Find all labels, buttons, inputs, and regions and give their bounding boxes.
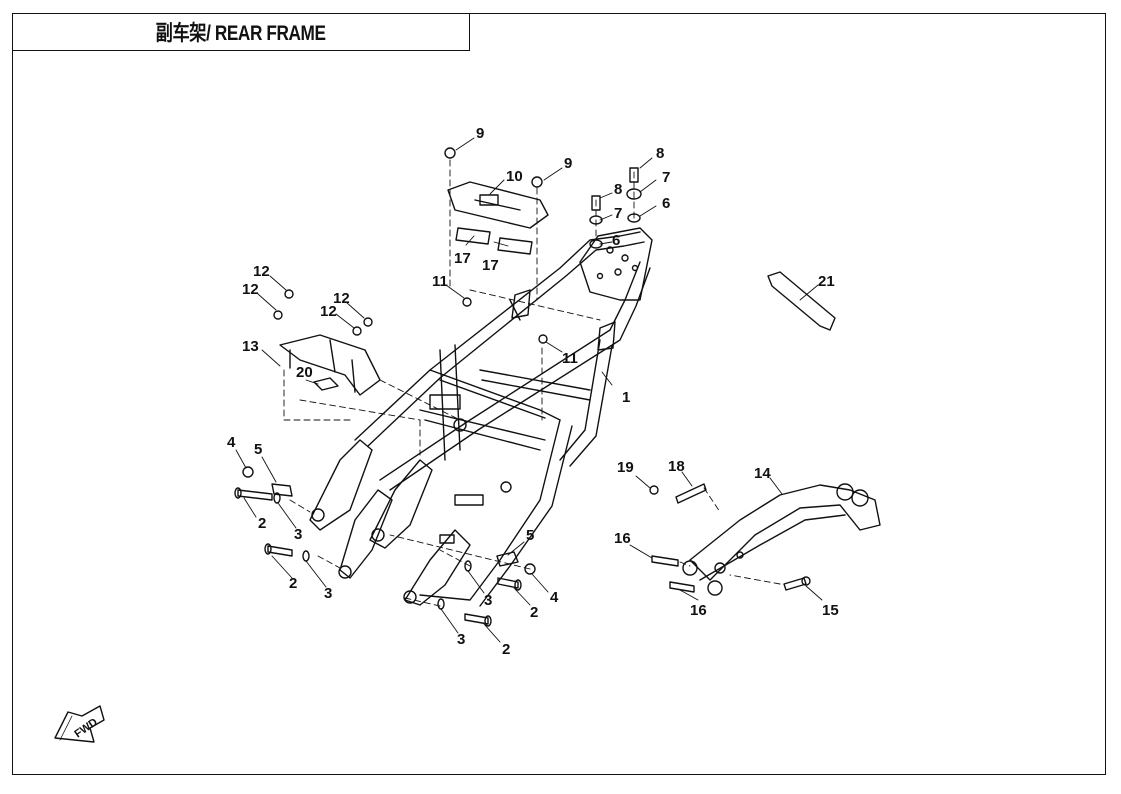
callout-2: 2 — [530, 604, 538, 621]
callout-13: 13 — [242, 338, 259, 355]
callout-10: 10 — [506, 168, 523, 185]
callout-7: 7 — [662, 169, 670, 186]
fwd-arrow-icon: FWD — [54, 705, 105, 743]
label-part-20 — [313, 377, 339, 391]
callout-15: 15 — [822, 602, 839, 619]
callout-12: 12 — [242, 281, 259, 298]
leader-lines — [235, 137, 823, 643]
callout-9: 9 — [564, 155, 572, 172]
callout-5: 5 — [254, 441, 262, 458]
seat-bracket-part-13 — [279, 334, 381, 396]
callout-21: 21 — [818, 273, 835, 290]
callout-2: 2 — [289, 575, 297, 592]
drawing-border — [12, 13, 1106, 775]
callout-1: 1 — [622, 389, 630, 406]
strap-part-18 — [675, 483, 707, 504]
callout-5: 5 — [526, 527, 534, 544]
callout-16: 16 — [690, 602, 707, 619]
callout-4: 4 — [550, 589, 559, 606]
callout-12: 12 — [253, 263, 270, 280]
callout-3: 3 — [457, 631, 465, 648]
callout-17: 17 — [482, 257, 499, 274]
callout-18: 18 — [668, 458, 685, 475]
callout-11: 11 — [562, 350, 578, 367]
callout-3: 3 — [484, 592, 492, 609]
rear-frame-part — [309, 227, 653, 607]
support-arm-part-14 — [682, 483, 881, 596]
callout-16: 16 — [614, 530, 631, 547]
callout-3: 3 — [294, 526, 302, 543]
callout-20: 20 — [296, 364, 313, 381]
callout-7: 7 — [614, 205, 622, 222]
callout-11: 11 — [432, 273, 448, 290]
callout-17: 17 — [454, 250, 471, 267]
callout-2: 2 — [502, 641, 510, 658]
callout-9: 9 — [476, 125, 484, 142]
callout-8: 8 — [656, 145, 664, 162]
page-title: 副车架/ REAR FRAME — [156, 22, 326, 45]
callout-14: 14 — [754, 465, 771, 482]
callout-6: 6 — [612, 232, 620, 249]
callout-6: 6 — [662, 195, 670, 212]
bracket-part-10 — [447, 181, 549, 229]
rail-bracket-part-21 — [767, 271, 836, 331]
callout-2: 2 — [258, 515, 266, 532]
title-box: 副车架/ REAR FRAME — [12, 13, 470, 51]
pad-part-17 — [455, 227, 533, 255]
fastener-group — [234, 147, 811, 627]
callout-19: 19 — [617, 459, 634, 476]
assembly-dash-lines — [283, 159, 781, 607]
callout-labels: 1 2 2 2 2 3 3 3 3 4 4 5 5 6 6 7 7 8 8 9 … — [227, 125, 839, 658]
callout-8: 8 — [614, 181, 622, 198]
callout-4: 4 — [227, 434, 236, 451]
callout-12: 12 — [333, 290, 350, 307]
callout-3: 3 — [324, 585, 332, 602]
callout-12: 12 — [320, 303, 337, 320]
screw-part-19 — [649, 485, 659, 495]
